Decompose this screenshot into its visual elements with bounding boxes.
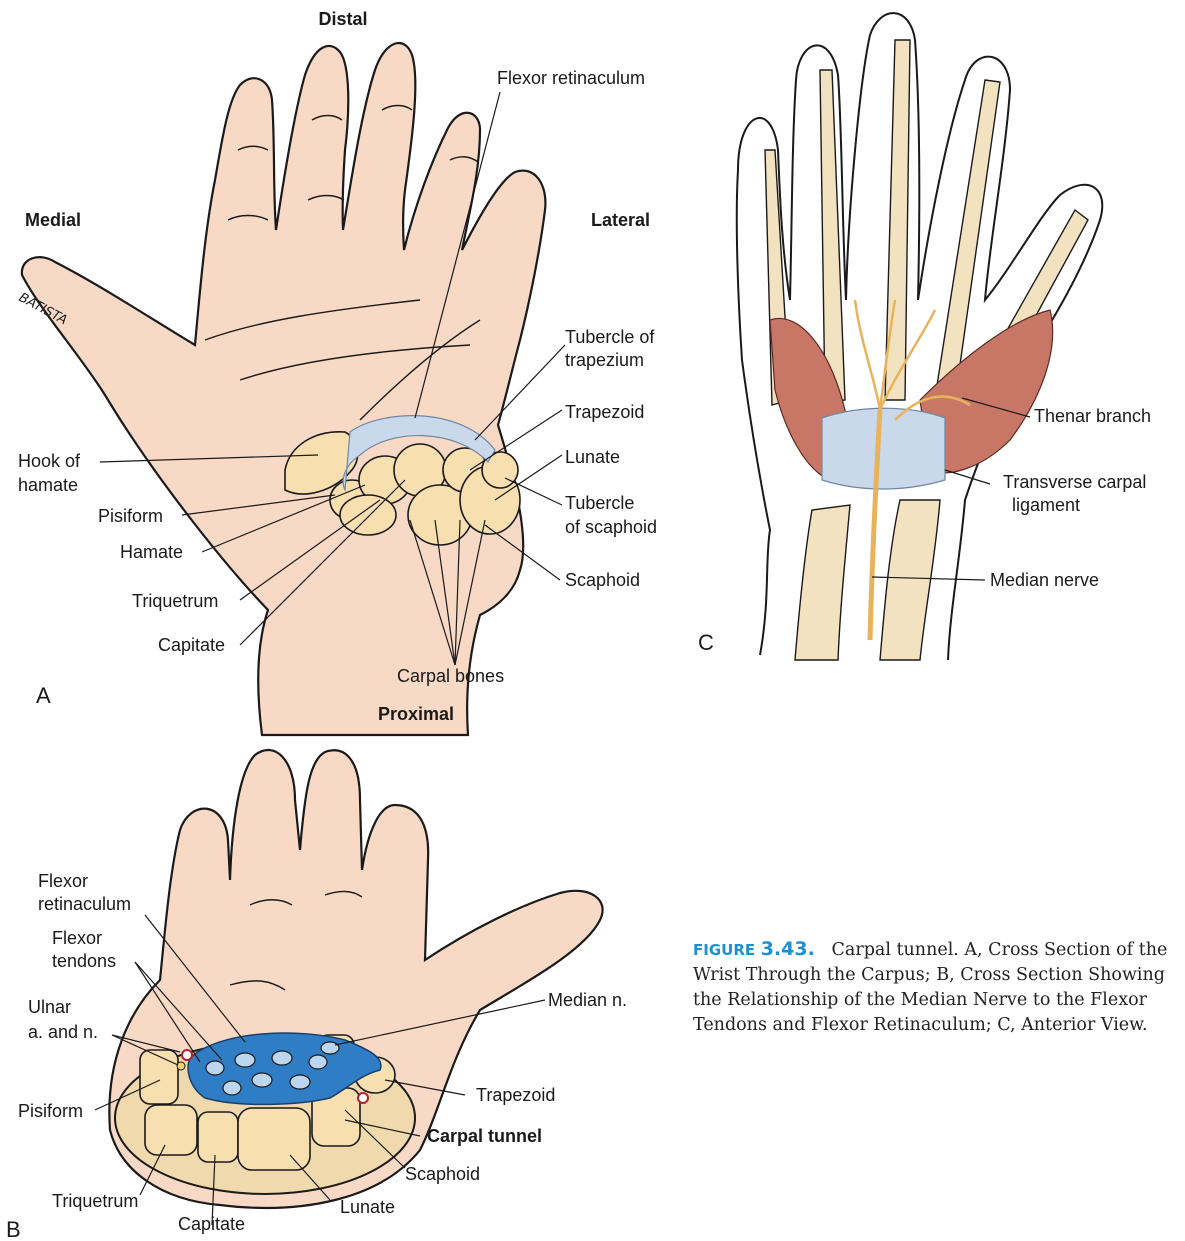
label-lateral: Lateral [591,210,650,230]
caption-text-2: Wrist Through the Carpus; B, Cross Secti… [693,963,1185,988]
panel-b: Flexor retinaculum Flexor tendons Ulnar … [6,750,627,1241]
caption-text-1: Carpal tunnel. A, Cross Section of the [832,940,1168,960]
label-b-scaphoid: Scaphoid [405,1164,480,1184]
label-b-flexor-tendons-2: tendons [52,951,116,971]
label-b-trapezoid: Trapezoid [476,1085,555,1105]
label-a-tubercle-scaphoid-2: of scaphoid [565,517,657,537]
panel-c-nerve-branch-1 [855,300,880,410]
panel-a-letter: A [36,683,51,708]
label-b-flexor-tendons-1: Flexor [52,928,102,948]
panel-c: Thenar branch Transverse carpal ligament… [698,13,1151,660]
label-a-lunate: Lunate [565,447,620,467]
panel-c-radius [880,500,940,660]
label-b-ulnar-2: a. and n. [28,1022,98,1042]
label-a-flexor-retinaculum: Flexor retinaculum [497,68,645,88]
label-b-carpal-tunnel: Carpal tunnel [427,1126,542,1146]
label-a-hook-hamate-2: hamate [18,475,78,495]
label-b-flexor-retinaculum-1: Flexor [38,871,88,891]
panel-c-transverse-carpal-ligament [822,408,945,489]
caption-line-1: FIGURE 3.43. Carpal tunnel. A, Cross Sec… [693,937,1185,963]
label-a-trapezoid: Trapezoid [565,402,644,422]
panel-b-capitate [198,1112,238,1162]
label-b-capitate: Capitate [178,1214,245,1234]
label-c-thenar-branch: Thenar branch [1034,406,1151,426]
panel-b-tendon [272,1051,292,1065]
caption-text-4: Tendons and Flexor Retinaculum; C, Anter… [693,1013,1185,1038]
panel-b-ulnar-nerve [177,1062,185,1070]
panel-b-radial-vessel [358,1093,368,1103]
panel-b-tendon [252,1073,272,1087]
caption-figure-label: FIGURE [693,941,755,959]
label-a-triquetrum: Triquetrum [132,591,218,611]
label-proximal: Proximal [378,704,454,724]
panel-b-median-nerve [321,1042,339,1054]
panel-c-letter: C [698,630,714,655]
panel-b-triquetrum [145,1105,197,1155]
label-a-tubercle-scaphoid-1: Tubercle [565,493,634,513]
caption-figure-number: 3.43. [761,938,815,960]
panel-a-hand [22,43,546,735]
panel-a: Distal Proximal Medial Lateral Flexor re… [16,9,657,735]
figure-caption: FIGURE 3.43. Carpal tunnel. A, Cross Sec… [693,937,1185,1038]
label-c-transverse-carpal-2: ligament [1012,495,1080,515]
label-a-tubercle-trapezium-1: Tubercle of [565,327,655,347]
panel-b-tendon [223,1081,241,1095]
label-c-median-nerve: Median nerve [990,570,1099,590]
label-a-hook-hamate-1: Hook of [18,451,81,471]
label-b-lunate: Lunate [340,1197,395,1217]
label-b-median-n: Median n. [548,990,627,1010]
label-b-flexor-retinaculum-2: retinaculum [38,894,131,914]
label-medial: Medial [25,210,81,230]
panel-b-tendon [309,1055,327,1069]
leader-transverse-carpal [945,470,990,484]
label-a-hamate: Hamate [120,542,183,562]
label-a-capitate: Capitate [158,635,225,655]
label-distal: Distal [318,9,367,29]
panel-b-tendon [235,1053,255,1067]
panel-b-tendon [206,1061,224,1075]
panel-b-ulnar-artery [182,1050,192,1060]
panel-b-lunate [238,1108,310,1170]
label-b-ulnar-1: Ulnar [28,997,71,1017]
panel-c-ulna [795,505,850,660]
panel-b-tendon [290,1075,310,1089]
label-a-pisiform: Pisiform [98,506,163,526]
panel-b-letter: B [6,1217,21,1241]
panel-c-finger-4 [820,70,845,402]
label-b-triquetrum: Triquetrum [52,1191,138,1211]
caption-text-3: the Relationship of the Median Nerve to … [693,988,1185,1013]
panel-b-pisiform [140,1050,178,1104]
panel-a-triquetrum [340,495,396,535]
label-c-transverse-carpal-1: Transverse carpal [1003,472,1146,492]
label-a-scaphoid: Scaphoid [565,570,640,590]
label-a-tubercle-trapezium-2: trapezium [565,350,644,370]
label-b-pisiform: Pisiform [18,1101,83,1121]
label-a-carpal-bones: Carpal bones [397,666,504,686]
